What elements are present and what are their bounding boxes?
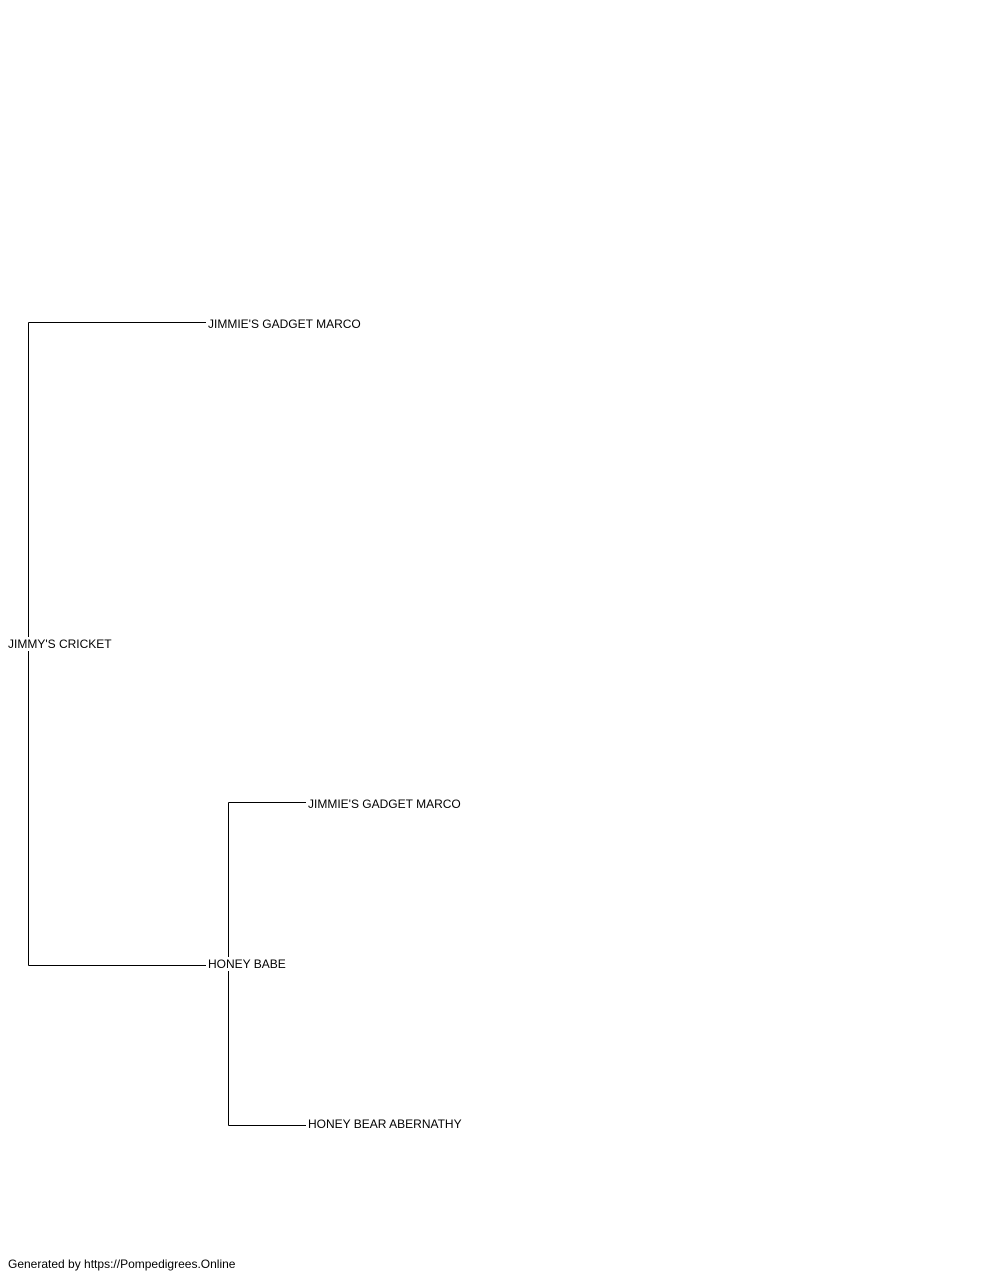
generator-credit: Generated by https://Pompedigrees.Online	[8, 1257, 236, 1271]
dam-sire-name: JIMMIE'S GADGET MARCO	[308, 797, 461, 811]
dam-dam-name: HONEY BEAR ABERNATHY	[308, 1117, 462, 1131]
dam-name: HONEY BABE	[208, 957, 286, 971]
subject-name: JIMMY'S CRICKET	[8, 637, 112, 651]
sire-name: JIMMIE'S GADGET MARCO	[208, 317, 361, 331]
